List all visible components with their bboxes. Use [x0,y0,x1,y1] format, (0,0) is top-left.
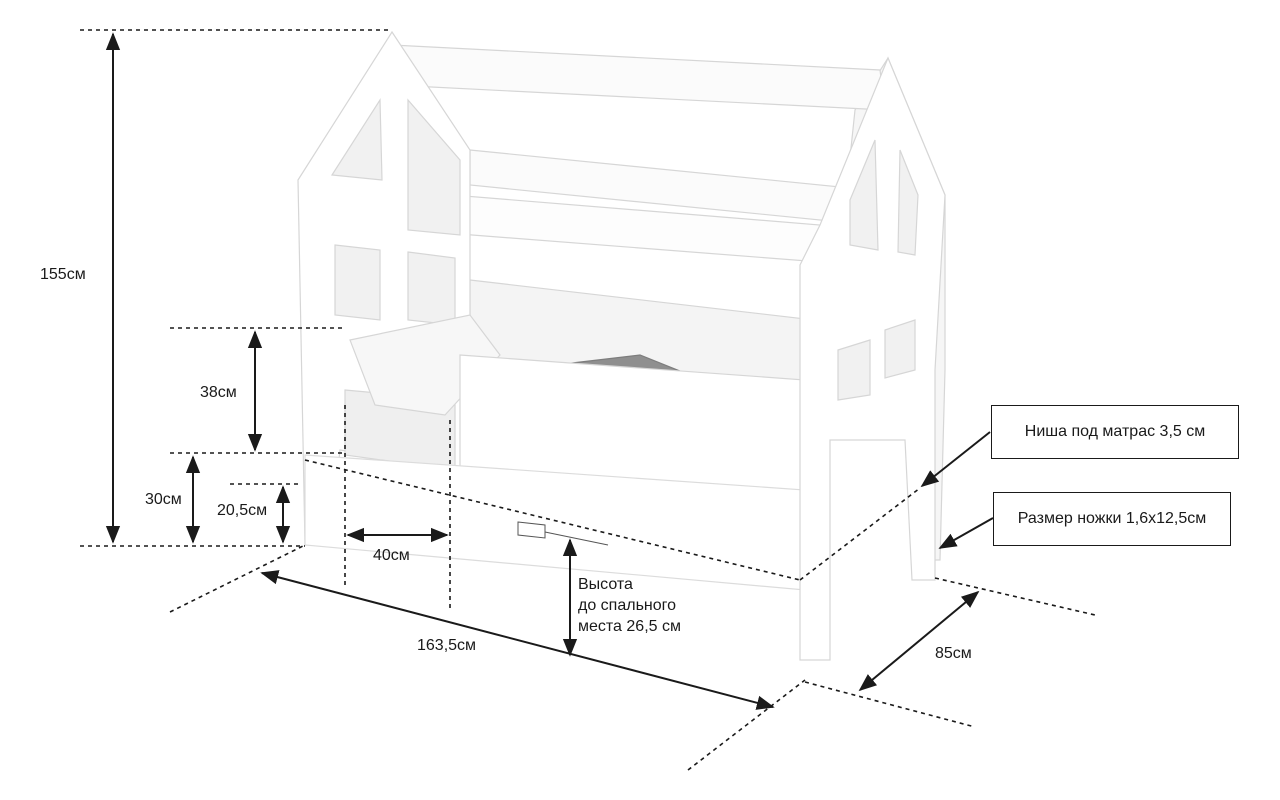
window-cutout [884,319,916,379]
arrow-width [858,590,980,692]
window-cutout [330,98,383,181]
window-cutout [407,98,461,236]
callout-mattress-niche: Ниша под матрас 3,5 см [991,405,1239,459]
window-cutout [334,244,381,321]
extension-lines [80,29,1096,771]
window-cutout [837,339,871,401]
label-sleep-height-line: места 26,5 см [578,618,681,635]
dimension-arrows [105,32,994,710]
callout-mattress-niche-text: Ниша под матрас 3,5 см [1024,423,1206,440]
callout-leg-size-text: Размер ножки 1,6х12,5см [1017,510,1207,527]
bed-illustration [297,30,946,661]
label-sleep-height: Высота до спального места 26,5 см [578,574,681,637]
arrow-niche-callout [920,431,991,488]
label-width: 85см [935,645,972,662]
ridge-beam [391,44,886,111]
label-total-height: 155см [40,266,86,283]
window-cutout [897,149,919,256]
label-opening-width: 40см [373,547,410,564]
label-rail-height: 38см [200,384,237,401]
label-sleep-height-line: Высота [578,576,633,593]
arrow-leg-callout [938,517,994,549]
label-sleep-height-line: до спального [578,597,677,614]
callout-leg-size: Размер ножки 1,6х12,5см [993,492,1231,546]
label-frame-height: 30см [145,491,182,508]
arrow-length [260,570,775,710]
label-inner-height: 20,5см [217,502,268,519]
window-cutout [407,251,456,326]
label-length: 163,5см [417,637,477,654]
slat-connector [517,521,546,539]
window-cutout [849,139,879,251]
